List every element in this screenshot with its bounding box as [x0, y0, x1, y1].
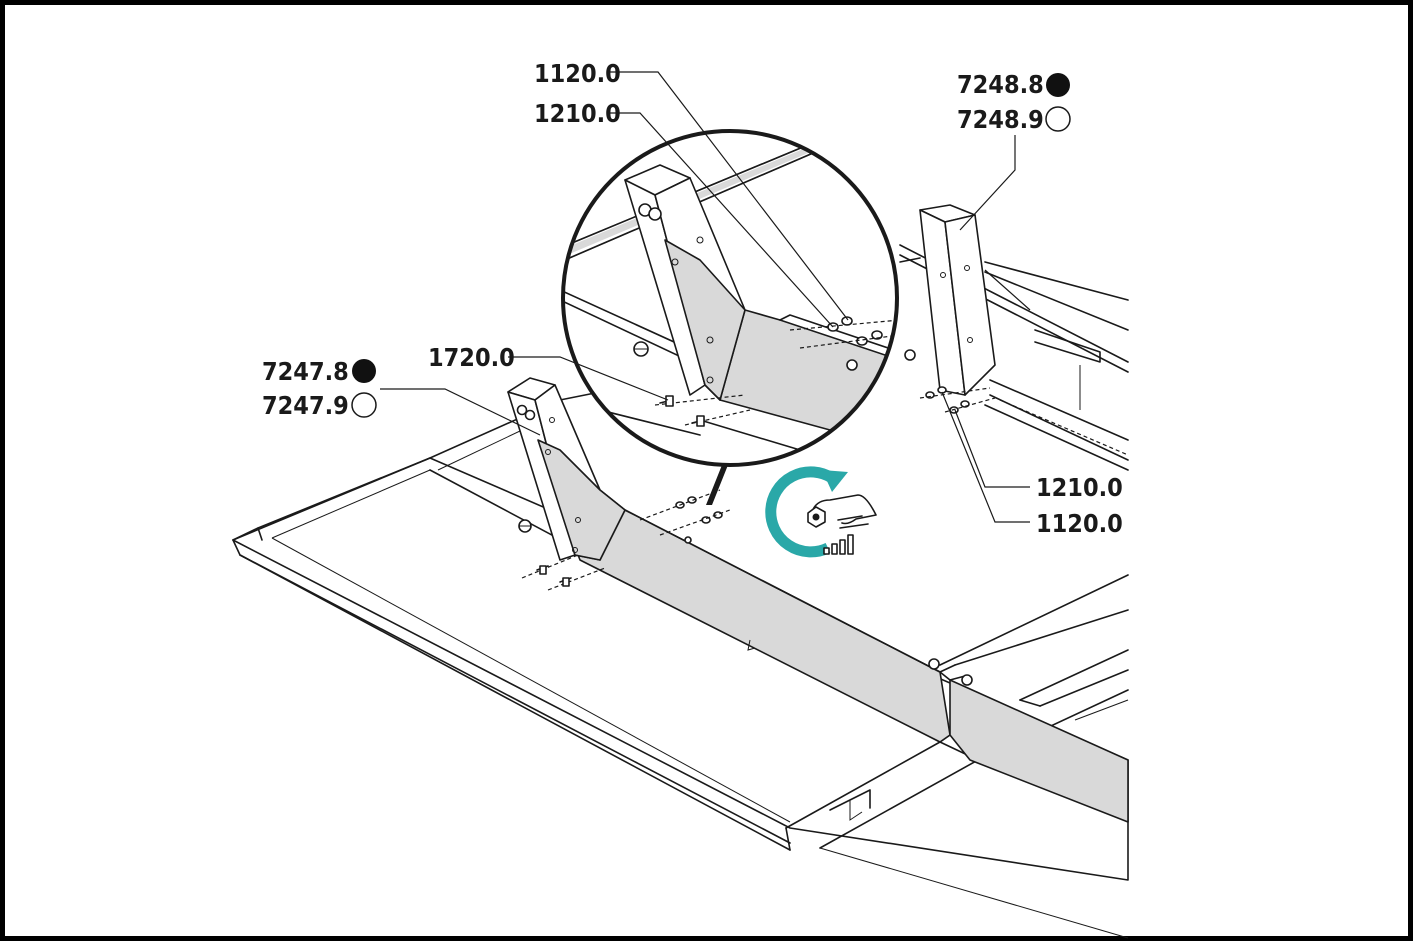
- open-circle-icon: [1045, 106, 1071, 132]
- detail-zoom: [561, 129, 899, 505]
- label-7248-9: 7248.9: [957, 105, 1044, 134]
- label-1720: 1720.0: [428, 343, 515, 372]
- label-1210-top: 1210.0: [534, 99, 621, 128]
- bed-frame: [232, 204, 1129, 939]
- open-circle-icon: [351, 392, 377, 418]
- label-7248-8: 7248.8: [957, 70, 1044, 99]
- label-7247-8: 7247.8: [262, 357, 349, 386]
- label-1120-right: 1120.0: [1036, 509, 1123, 538]
- filled-circle-icon: [352, 359, 376, 383]
- label-1210-right: 1210.0: [1036, 473, 1123, 502]
- fasteners-left: [521, 489, 731, 591]
- bracket-7247: [507, 377, 626, 561]
- filled-circle-icon: [1046, 73, 1070, 97]
- tighten-bolt-torque-icon: [765, 466, 877, 558]
- label-7247-9: 7247.9: [262, 391, 349, 420]
- leader-lines: [380, 71, 1031, 523]
- label-1120-top: 1120.0: [534, 59, 621, 88]
- fasteners-right: [919, 386, 996, 414]
